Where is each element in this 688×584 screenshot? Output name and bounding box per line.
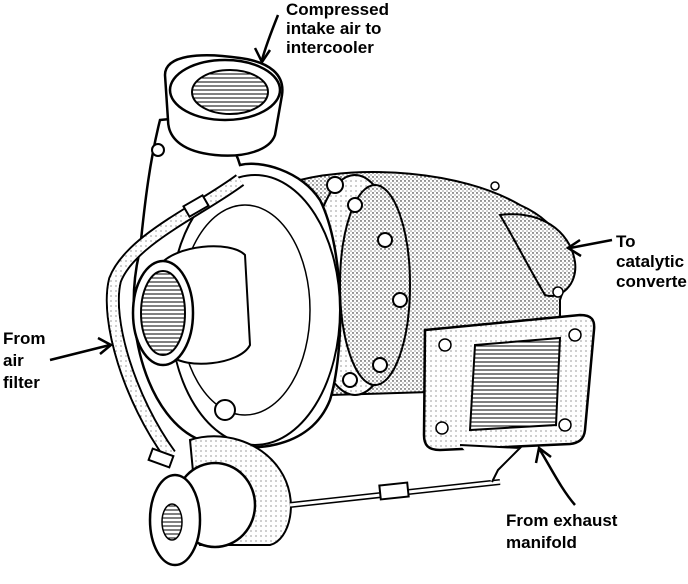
label-from-exhaust-manifold: From exhaust manifold	[506, 511, 618, 552]
arrow-exhaust-head	[534, 445, 552, 464]
arrow-air-filter	[49, 343, 111, 362]
compressor-inlet	[131, 245, 252, 367]
arrow-compressed	[260, 14, 280, 61]
arrow-air-filter-head	[97, 336, 114, 355]
arrow-exhaust	[538, 449, 576, 506]
label-from-air-filter: From air filter	[3, 329, 46, 392]
wastegate-hose	[105, 174, 245, 469]
arrow-catalytic	[569, 238, 613, 250]
label-compressed-intake-air: Compressed intake air to intercooler	[286, 0, 389, 57]
wastegate-actuator	[148, 435, 523, 567]
arrow-catalytic-head	[565, 238, 582, 258]
label-to-catalytic-converter: To catalytic converter	[616, 232, 688, 291]
exhaust-flange	[422, 313, 596, 452]
arrow-compressed-head	[253, 47, 272, 65]
compressor-outlet	[163, 53, 284, 157]
leader-arrows	[49, 14, 613, 506]
